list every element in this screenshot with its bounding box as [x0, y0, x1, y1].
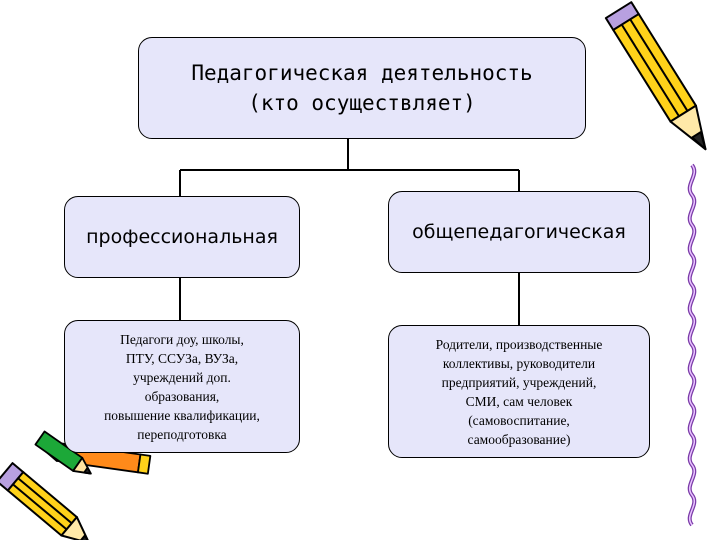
professional-description-text: Педагоги доу, школы, ПТУ, ССУЗа, ВУЗа, у… — [104, 331, 260, 442]
branch-general-pedagogical-label: общепедагогическая — [412, 221, 626, 243]
branch-professional-label: профессиональная — [86, 226, 278, 248]
professional-description-box: Педагоги доу, школы, ПТУ, ССУЗа, ВУЗа, у… — [64, 320, 300, 453]
root-subtitle: (кто осуществляет) — [248, 91, 476, 115]
root-node-box: Педагогическая деятельность (кто осущест… — [138, 37, 586, 139]
branch-general-pedagogical-box: общепедагогическая — [388, 191, 650, 273]
general-pedagogical-description-text: Родители, производственные коллективы, р… — [435, 336, 603, 447]
root-title: Педагогическая деятельность — [191, 61, 533, 85]
general-pedagogical-description-box: Родители, производственные коллективы, р… — [388, 325, 650, 458]
branch-professional-box: профессиональная — [64, 196, 300, 278]
